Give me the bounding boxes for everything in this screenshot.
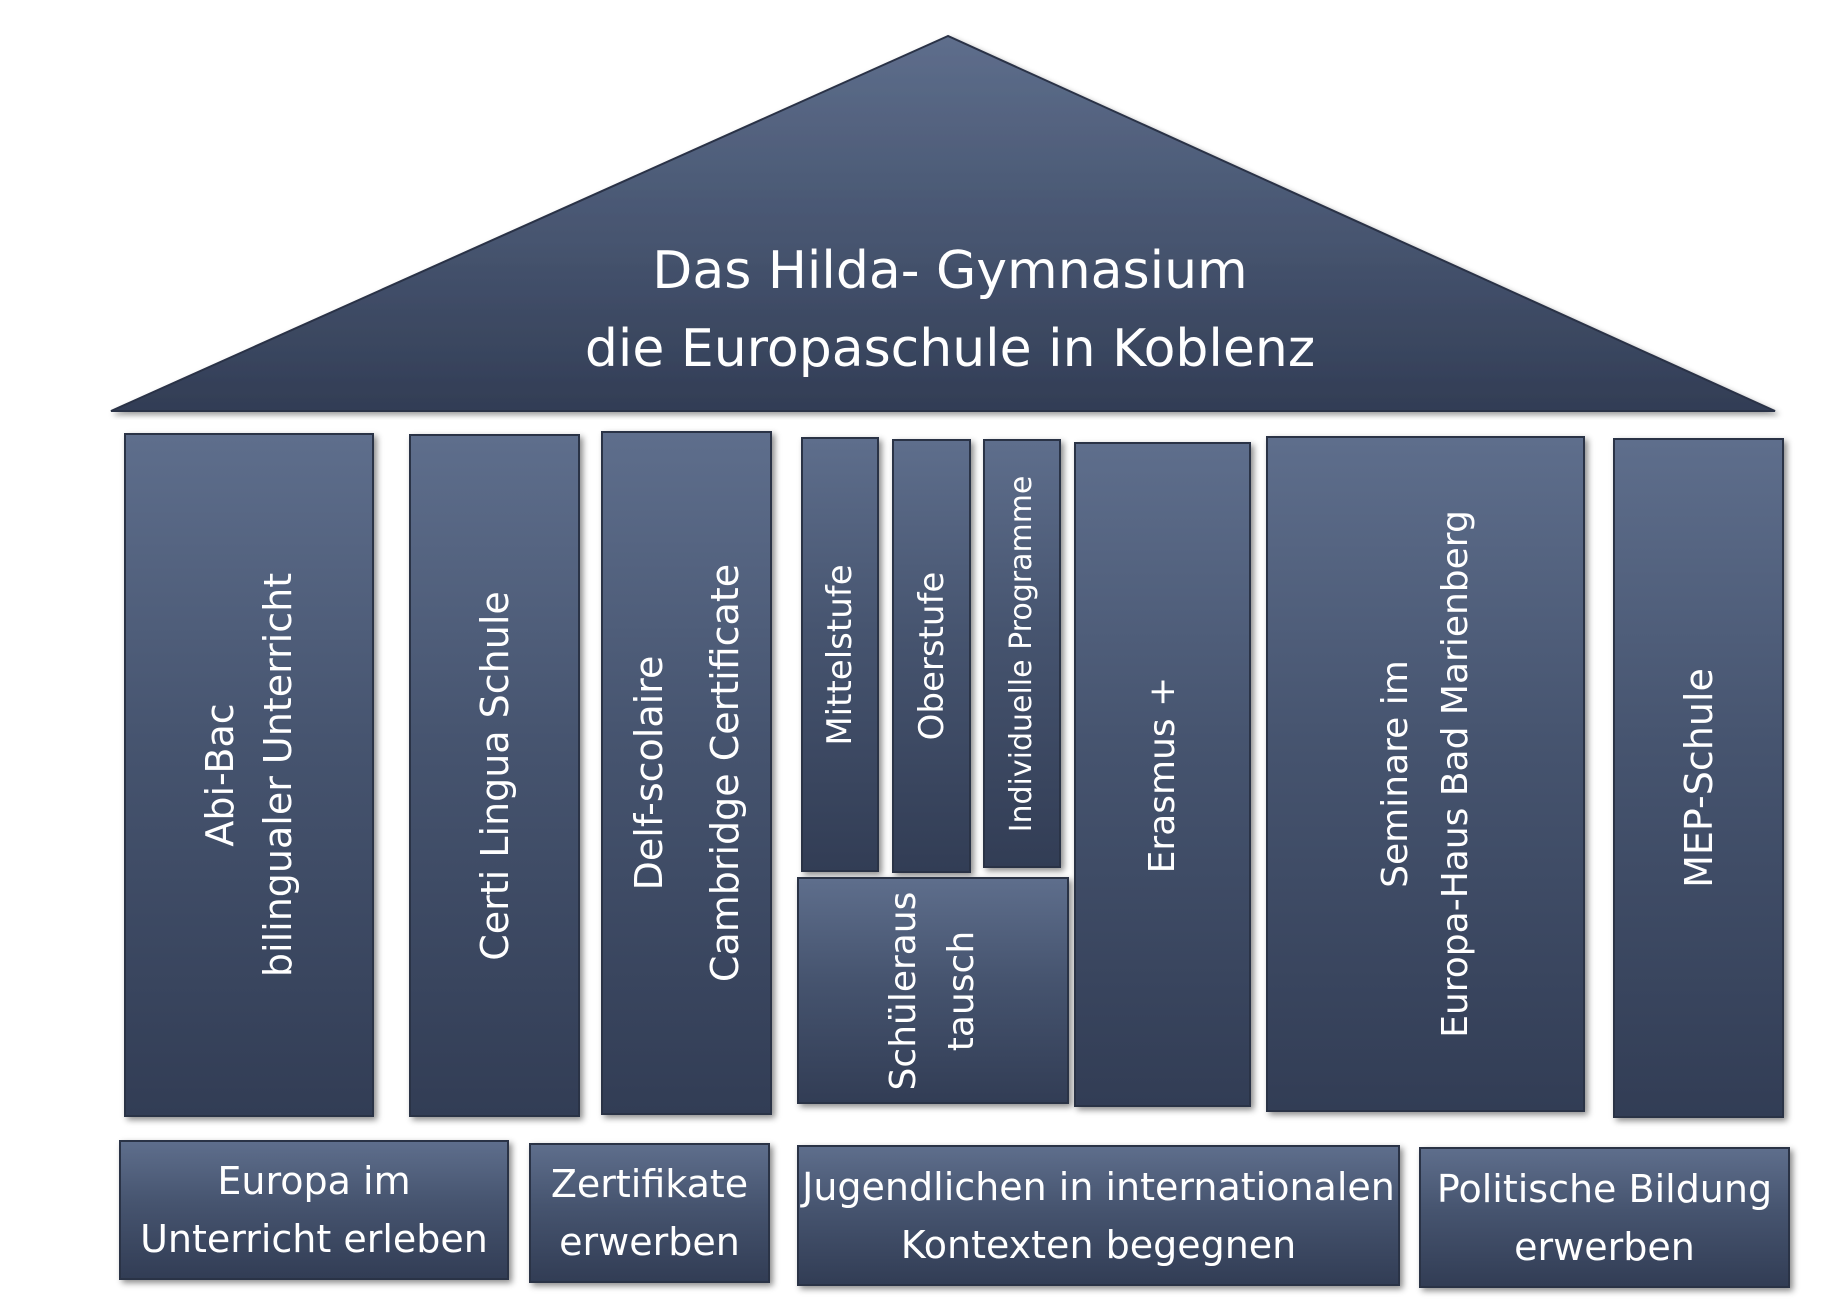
pillar-oberstufe-line1: Oberstufe: [911, 571, 952, 741]
pillar-oberstufe-text: Oberstufe: [907, 572, 957, 741]
pillar-abibac: Abi-Bac bilingualer Unterricht: [124, 433, 374, 1117]
roof-pediment: [110, 34, 1776, 412]
pillar-schueleraustausch-line2: tausch: [941, 930, 982, 1051]
pillar-schueleraustausch-line1: Schüleraus: [883, 891, 924, 1090]
pillar-certilingua-text: Certi Lingua Schule: [466, 591, 524, 961]
pillar-delf-line1: Delf-scolaire: [626, 655, 671, 891]
foundation-jugendlichen-text: Jugendlichen in internationalen Kontexte…: [799, 1158, 1398, 1274]
pillar-seminare-text: Seminare im Europa-Haus Bad Marienberg: [1366, 510, 1486, 1038]
pillar-oberstufe: Oberstufe: [892, 439, 971, 873]
foundation-europa: Europa im Unterricht erleben: [119, 1140, 509, 1280]
pillar-mittelstufe-line1: Mittelstufe: [820, 563, 860, 746]
pillar-mep: MEP-Schule: [1613, 438, 1784, 1118]
roof-title-line2: die Europaschule in Koblenz: [584, 319, 1316, 379]
pillar-abibac-text: Abi-Bac bilingualer Unterricht: [191, 573, 307, 977]
pillar-seminare-line2: Europa-Haus Bad Marienberg: [1434, 510, 1476, 1038]
pillar-certilingua-line1: Certi Lingua Schule: [472, 590, 517, 961]
pillar-abibac-line2: bilingualer Unterricht: [256, 572, 300, 978]
foundation-politische: Politische Bildung erwerben: [1419, 1147, 1790, 1288]
pillar-delf-line2: Cambridge Certificate: [702, 563, 747, 983]
roof-title-line1: Das Hilda- Gymnasium: [652, 241, 1248, 301]
pillar-certilingua: Certi Lingua Schule: [409, 434, 580, 1117]
pillar-seminare-line1: Seminare im: [1374, 660, 1416, 888]
pillar-schueleraustausch-text: Schüleraus tausch: [875, 891, 991, 1090]
foundation-zertifikate-text: Zertifikate erwerben: [531, 1155, 768, 1271]
pillar-abibac-line1: Abi-Bac: [198, 703, 242, 847]
pillar-mep-text: MEP-Schule: [1670, 668, 1728, 888]
foundation-zertifikate-line1: Zertifikate: [550, 1162, 749, 1206]
pillar-erasmus-text: Erasmus +: [1135, 676, 1191, 873]
foundation-zertifikate-line2: erwerben: [559, 1220, 740, 1264]
foundation-europa-line1: Europa im: [217, 1159, 411, 1203]
foundation-jugendlichen-line1: Jugendlichen in internationalen: [802, 1164, 1395, 1209]
pillar-individuelle-text: Individuelle Programme: [999, 475, 1045, 832]
pillar-erasmus: Erasmus +: [1074, 442, 1251, 1107]
foundation-jugendlichen: Jugendlichen in internationalen Kontexte…: [797, 1145, 1400, 1286]
foundation-politische-text: Politische Bildung erwerben: [1421, 1160, 1788, 1276]
pillar-mep-line1: MEP-Schule: [1676, 668, 1721, 888]
foundation-politische-line2: erwerben: [1514, 1224, 1695, 1269]
pillar-schueleraustausch: Schüleraus tausch: [797, 877, 1069, 1104]
pillar-individuelle: Individuelle Programme: [983, 439, 1061, 868]
pillar-mittelstufe: Mittelstufe: [801, 437, 879, 872]
roof-title: Das Hilda- Gymnasium die Europaschule in…: [300, 232, 1600, 388]
foundation-jugendlichen-line2: Kontexten begegnen: [900, 1222, 1297, 1267]
pillar-delf: Delf-scolaire Cambridge Certificate: [601, 431, 772, 1115]
pillar-erasmus-line1: Erasmus +: [1141, 676, 1183, 873]
foundation-zertifikate: Zertifikate erwerben: [529, 1143, 770, 1283]
pillar-mittelstufe-text: Mittelstufe: [815, 564, 865, 745]
foundation-politische-line1: Politische Bildung: [1436, 1166, 1773, 1211]
pillar-seminare: Seminare im Europa-Haus Bad Marienberg: [1266, 436, 1585, 1112]
foundation-europa-line2: Unterricht erleben: [140, 1217, 488, 1261]
foundation-europa-text: Europa im Unterricht erleben: [121, 1152, 507, 1268]
pillar-delf-text: Delf-scolaire Cambridge Certificate: [611, 564, 763, 982]
pillar-individuelle-line1: Individuelle Programme: [1004, 475, 1039, 832]
